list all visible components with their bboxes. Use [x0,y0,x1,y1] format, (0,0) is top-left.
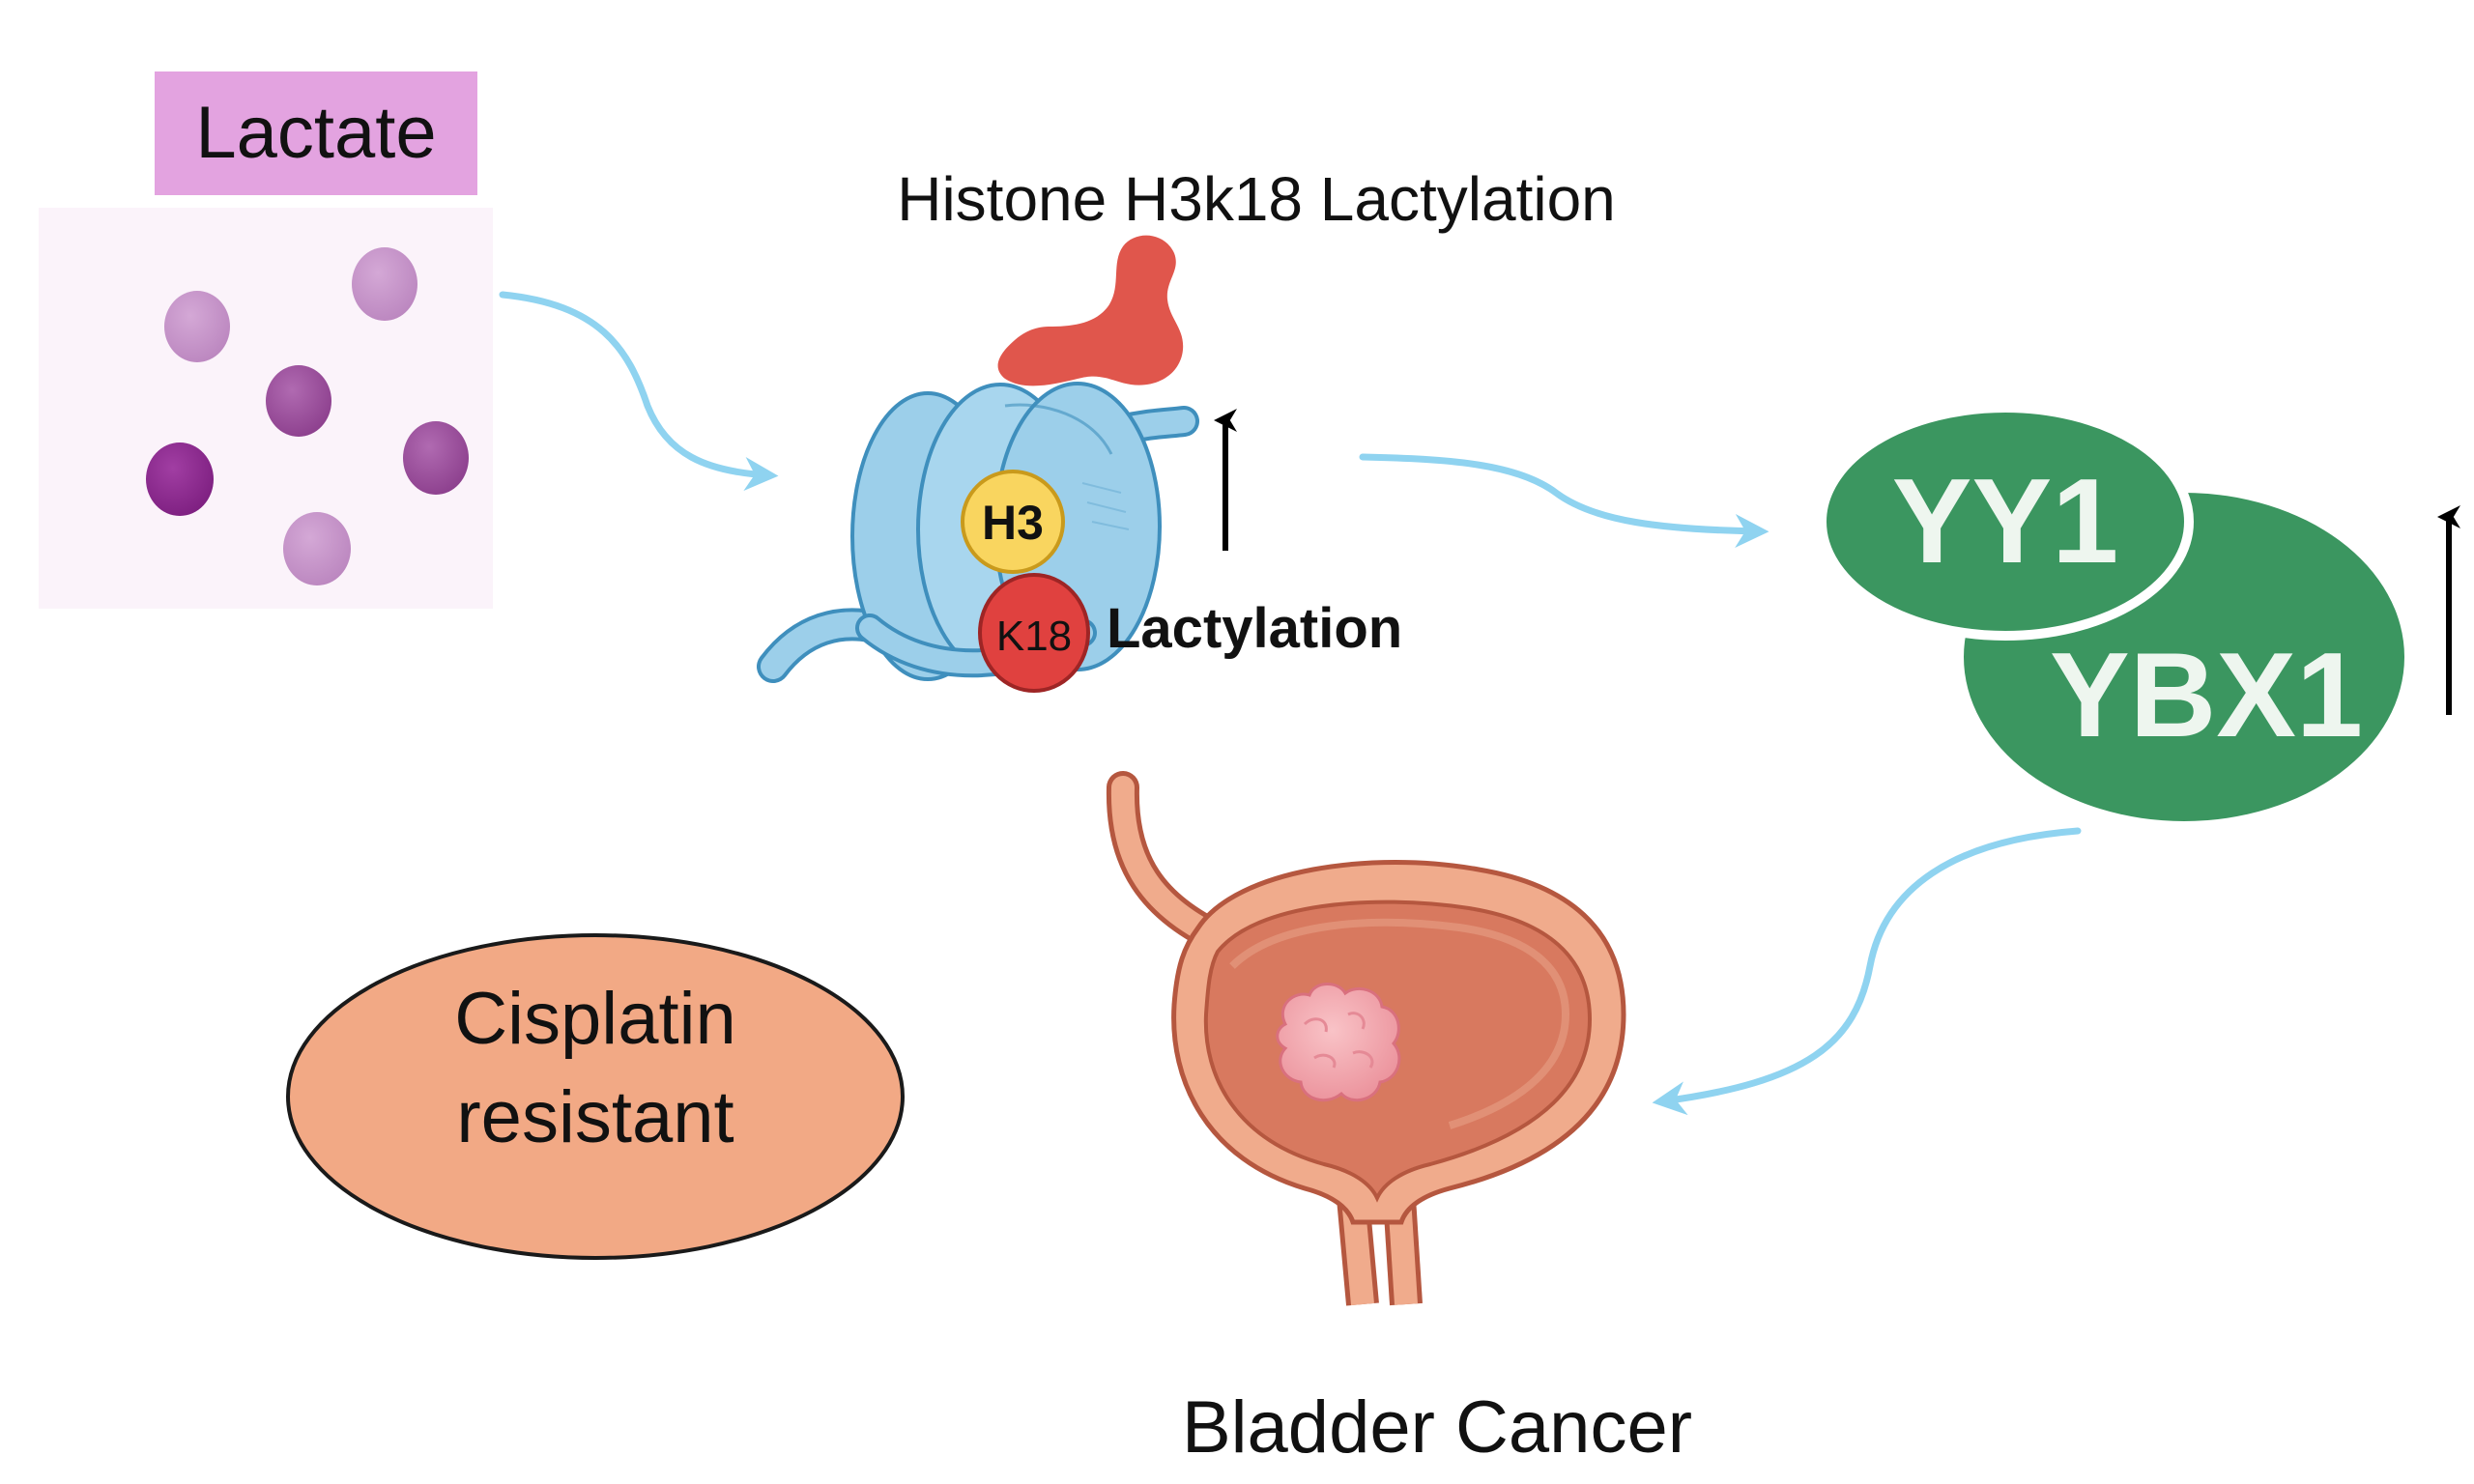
cisplatin-resistant-ellipse [286,933,905,1260]
lactate-dot [146,442,214,516]
tumor-detail [1303,1012,1374,1069]
h3-badge [961,470,1065,574]
curved-arrow-icon [499,291,779,491]
lactate-dot [164,291,230,362]
lactylation-label: Lactylation [1107,597,1402,660]
bladder-cancer-label: Bladder Cancer [1182,1386,1692,1469]
k18-label: K18 [996,613,1072,660]
cisplatin-label-line1: Cisplatin [454,978,735,1060]
curved-arrow-icon [1652,827,2082,1116]
lactate-label-box [155,71,477,195]
h3-label: H3 [982,496,1044,550]
lactate-dot [283,512,351,585]
yy1-protein [1817,403,2194,641]
tumor-icon [1276,983,1401,1102]
lactate-label: Lactate [195,92,436,174]
lactate-panel [39,208,493,609]
lactate-dot [403,421,469,495]
curved-arrow-icon [1359,453,1769,549]
histone-title: Histone H3k18 Lactylation [897,164,1616,234]
ybx1-label: YBX1 [2050,629,2363,762]
lactate-dots [146,247,469,585]
k18-badge [978,573,1090,693]
lactate-dot [352,247,417,321]
lactyl-group-icon [997,235,1184,386]
yy1-label: YY1 [1892,455,2118,588]
cisplatin-label-line2: resistant [456,1076,734,1158]
lactate-dot [266,365,331,437]
